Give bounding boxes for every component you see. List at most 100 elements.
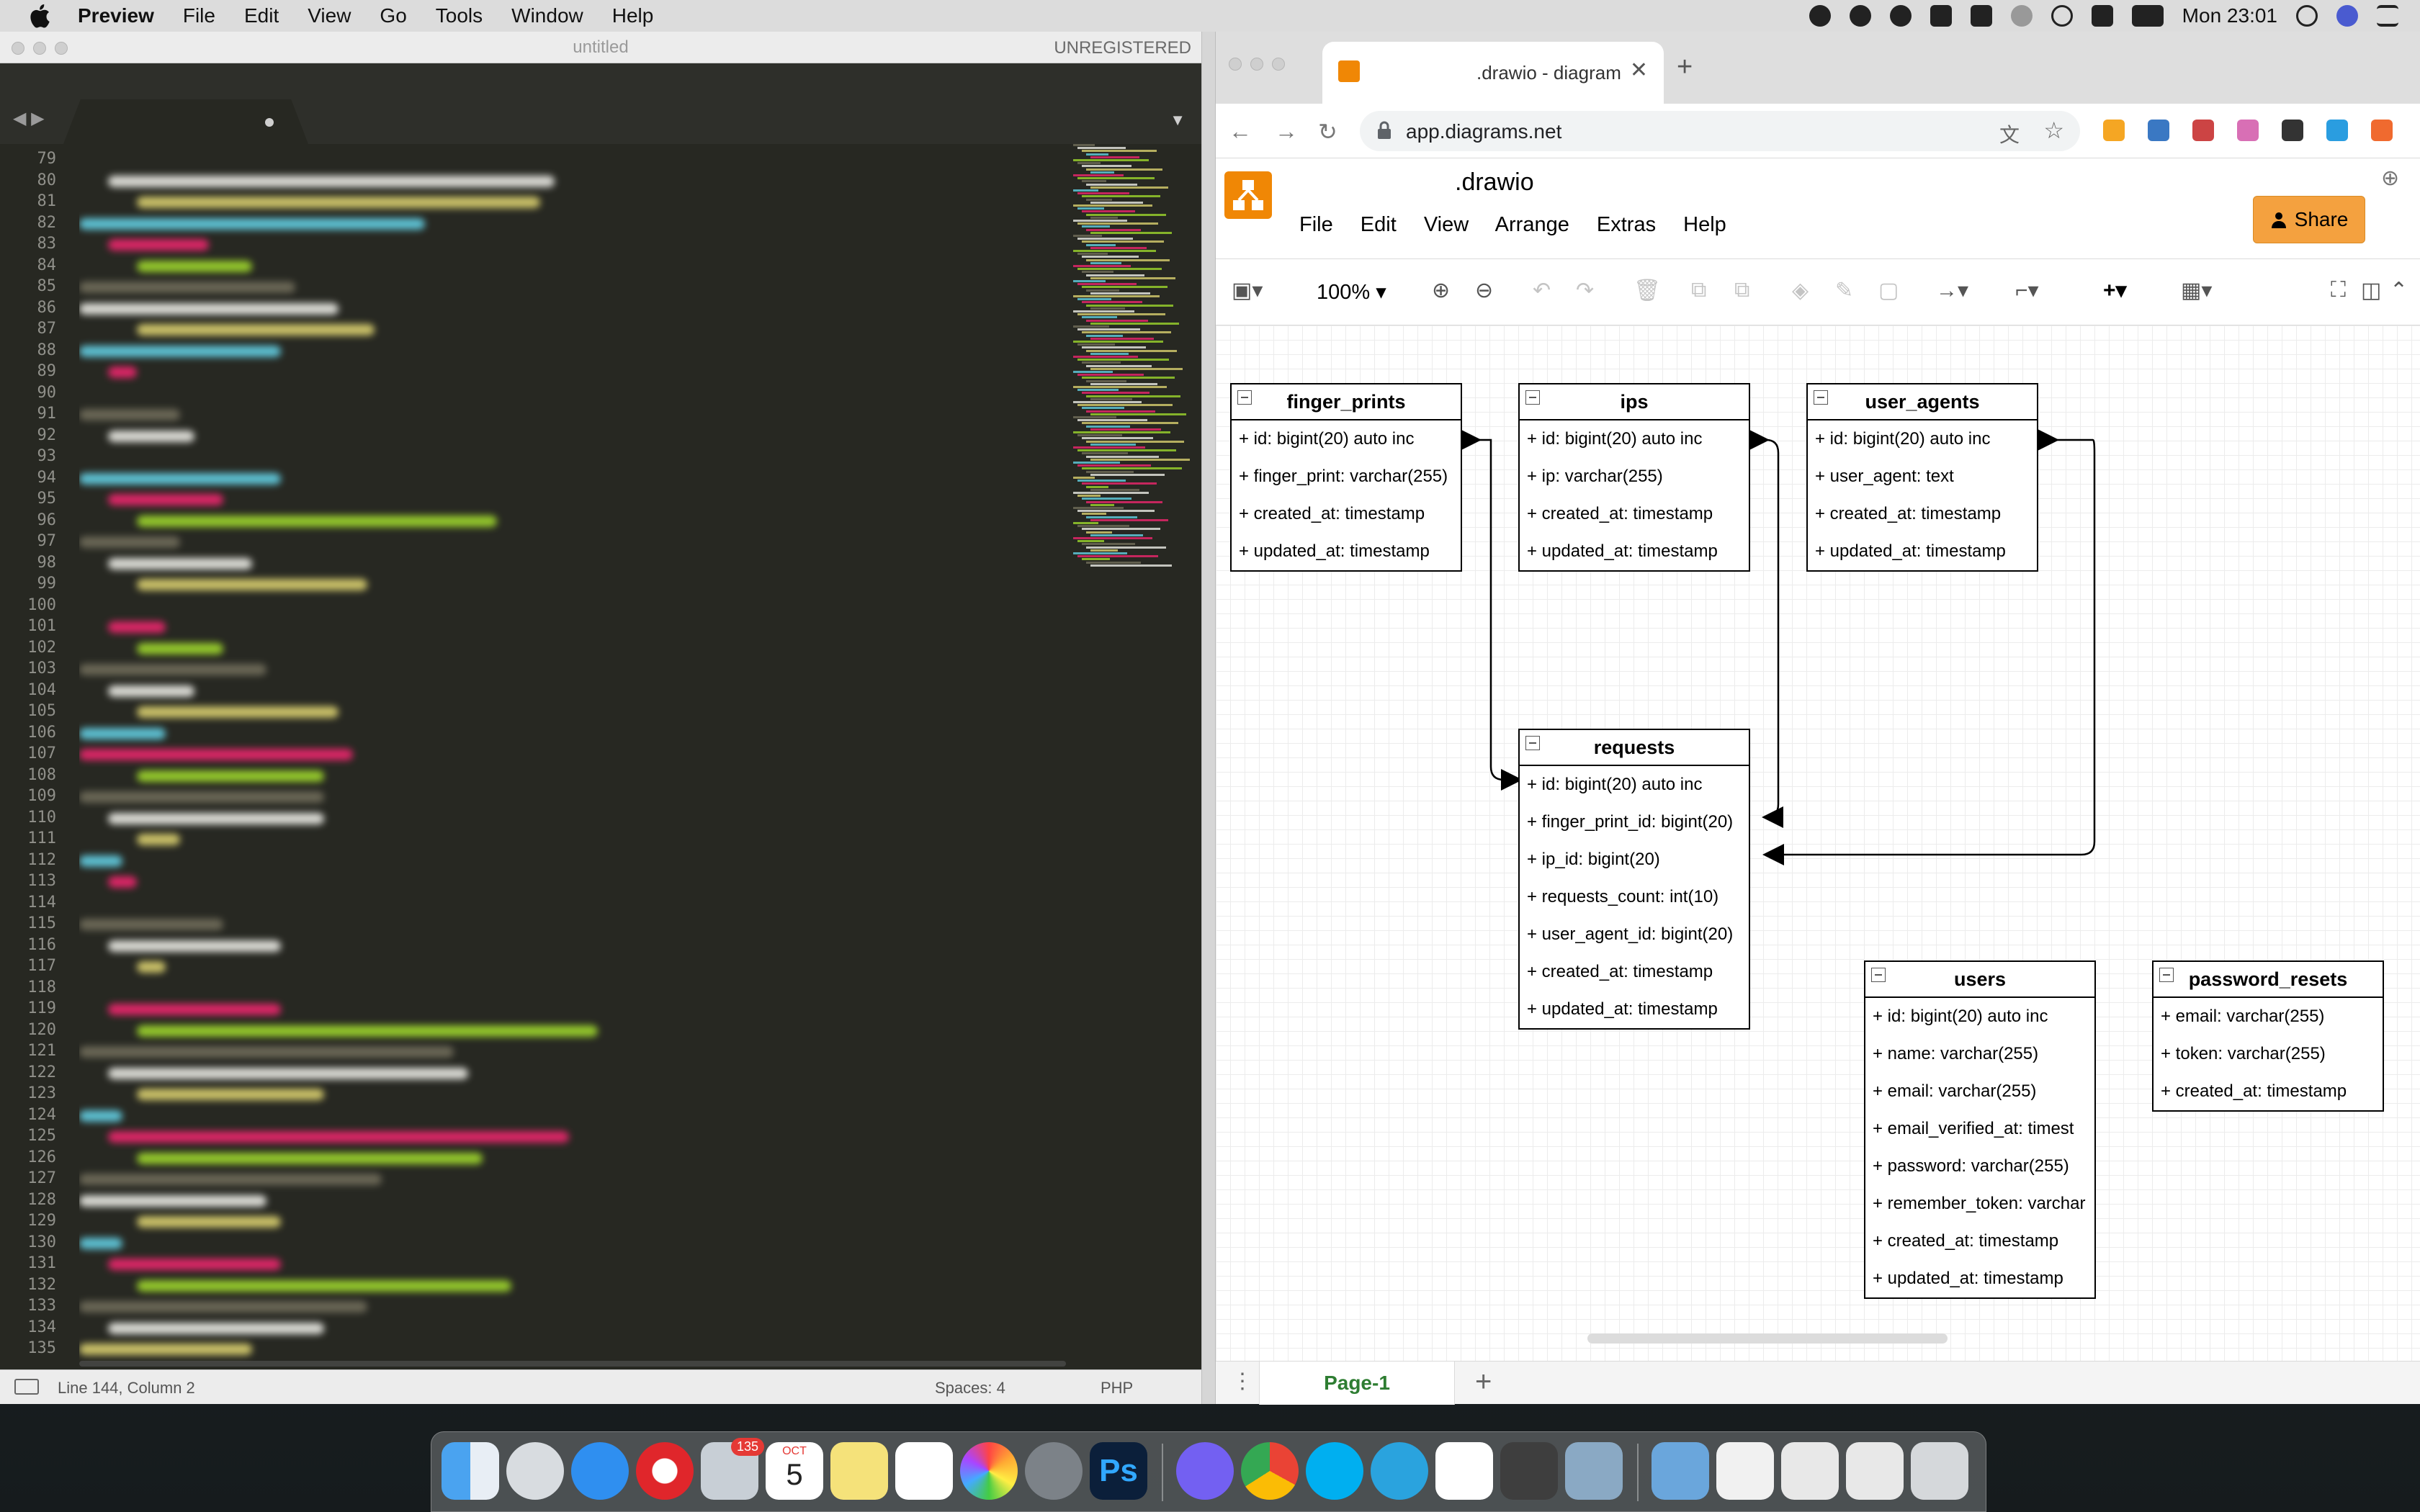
diagram-canvas[interactable]: finger_prints + id: bigint(20) auto inc + …: [1216, 325, 2420, 1361]
entity-header[interactable]: finger_prints: [1232, 384, 1461, 420]
sublime-tab-untitled[interactable]: [63, 99, 308, 144]
notes-icon[interactable]: [830, 1442, 888, 1500]
entity-header[interactable]: user_agents: [1808, 384, 2037, 420]
finder-icon[interactable]: [442, 1442, 499, 1500]
photos-icon[interactable]: [960, 1442, 1018, 1500]
menu-clock[interactable]: Mon 23:01: [2182, 4, 2277, 27]
collapse-toolbar-icon[interactable]: ⌃: [2390, 279, 2408, 302]
entity-finger-prints[interactable]: finger_prints + id: bigint(20) auto inc + …: [1230, 383, 1462, 572]
format-panel-icon[interactable]: ▣▾: [1232, 279, 1263, 302]
entity-field[interactable]: + finger_print: varchar(255): [1239, 467, 1448, 486]
window-splitter[interactable]: [1201, 32, 1216, 1404]
entity-field[interactable]: + updated_at: timestamp: [1815, 541, 2006, 561]
menu-file[interactable]: File: [182, 4, 215, 27]
entity-field[interactable]: + email: varchar(255): [2161, 1007, 2325, 1026]
close-tab-icon[interactable]: ✕: [1629, 58, 1648, 82]
page-tab-page-1[interactable]: Page-1: [1259, 1362, 1455, 1405]
browser-tab-drawio[interactable]: .drawio - diagrams.net ✕: [1322, 42, 1664, 104]
downloads-folder-icon[interactable]: [1652, 1442, 1709, 1500]
entity-header[interactable]: users: [1865, 962, 2094, 998]
entity-requests[interactable]: requests+ id: bigint(20) auto inc+ finge…: [1518, 729, 1750, 1030]
drawio-menu-view[interactable]: View: [1423, 213, 1469, 236]
table-icon[interactable]: ▦▾: [2181, 279, 2213, 302]
entity-field[interactable]: + created_at: timestamp: [1815, 504, 2002, 523]
mail-icon[interactable]: 135: [701, 1438, 764, 1500]
panel-toggle-icon[interactable]: [14, 1379, 39, 1395]
entity-field[interactable]: + id: bigint(20) auto inc: [1873, 1007, 2048, 1026]
siri-icon[interactable]: [2336, 5, 2358, 27]
reminders-icon[interactable]: [895, 1442, 953, 1500]
trash-icon[interactable]: [1911, 1442, 1968, 1500]
delete-icon[interactable]: 🗑: [1634, 279, 1662, 302]
extension-eyedropper-icon[interactable]: [2192, 120, 2214, 141]
photoshop-icon[interactable]: Ps: [1090, 1442, 1147, 1500]
entity-field[interactable]: + id: bigint(20) auto inc: [1239, 429, 1415, 449]
canvas-horizontal-scrollbar[interactable]: [1587, 1333, 1948, 1344]
connection-style-icon[interactable]: →▾: [1936, 279, 1969, 302]
entity-field[interactable]: + name: varchar(255): [1873, 1044, 2039, 1063]
entity-field[interactable]: + remember_token: varchar: [1873, 1194, 2086, 1213]
menu-app-preview[interactable]: Preview: [78, 4, 154, 27]
zoom-out-icon[interactable]: ⊖: [1475, 279, 1494, 302]
entity-field[interactable]: + user_agent_id: bigint(20): [1527, 924, 1734, 944]
menu-tools[interactable]: Tools: [435, 4, 483, 27]
bluetooth-icon[interactable]: [2010, 5, 2033, 27]
entity-field[interactable]: + updated_at: timestamp: [1527, 541, 1718, 561]
to-back-icon[interactable]: ⧉: [1734, 278, 1750, 302]
entity-header[interactable]: password_resets: [2154, 962, 2383, 998]
input-source-icon[interactable]: [1970, 5, 1992, 27]
entity-ips[interactable]: ips+ id: bigint(20) auto inc+ ip: varcha…: [1518, 383, 1750, 572]
chrome-icon[interactable]: [1241, 1442, 1299, 1500]
battery-icon[interactable]: [2131, 5, 2164, 27]
chrome-zoom-button[interactable]: [1272, 58, 1285, 71]
sublime-text-icon[interactable]: [1500, 1442, 1558, 1500]
skype-icon[interactable]: [1306, 1442, 1363, 1500]
drawio-menu-help[interactable]: Help: [1683, 213, 1726, 236]
extension-gradient-icon[interactable]: [2237, 120, 2259, 141]
menu-window[interactable]: Window: [511, 4, 583, 27]
extension-mask-icon[interactable]: [2282, 120, 2303, 141]
checkmark-tray-icon[interactable]: [1930, 5, 1952, 27]
syntax-setting[interactable]: PHP: [1101, 1379, 1134, 1397]
extension-cloud-icon[interactable]: [2326, 120, 2348, 141]
forward-icon[interactable]: →: [1275, 118, 1298, 144]
chrome-minimize-button[interactable]: [1250, 58, 1263, 71]
pages-menu-icon[interactable]: ⋮: [1232, 1369, 1253, 1393]
entity-field[interactable]: + requests_count: int(10): [1527, 887, 1719, 906]
wifi-icon[interactable]: [2051, 5, 2073, 27]
entity-field[interactable]: + user_agent: text: [1815, 467, 1954, 486]
viber-icon[interactable]: [1176, 1442, 1234, 1500]
tab-list-dropdown-icon[interactable]: ▼: [1170, 111, 1186, 129]
launchpad-icon[interactable]: [506, 1442, 564, 1500]
entity-field[interactable]: + created_at: timestamp: [1527, 504, 1713, 523]
zoom-window-button[interactable]: [55, 42, 68, 55]
viber-tray-icon[interactable]: [1889, 5, 1912, 27]
extension-video-icon[interactable]: [2371, 120, 2393, 141]
entity-field[interactable]: + created_at: timestamp: [1527, 962, 1713, 981]
entity-field[interactable]: + id: bigint(20) auto inc: [1527, 775, 1703, 794]
shadow-icon[interactable]: ▢: [1878, 279, 1899, 302]
control-center-icon[interactable]: [2377, 5, 2398, 27]
calendar-icon[interactable]: OCT 5: [766, 1442, 823, 1500]
collapse-icon[interactable]: [1871, 968, 1886, 982]
entity-field[interactable]: + updated_at: timestamp: [1239, 541, 1430, 561]
bookmark-star-icon[interactable]: ☆: [2043, 117, 2064, 143]
entity-field[interactable]: + ip_id: bigint(20): [1527, 850, 1660, 869]
entity-field[interactable]: + email_verified_at: timest: [1873, 1119, 2074, 1138]
menu-view[interactable]: View: [308, 4, 351, 27]
to-front-icon[interactable]: ⧉: [1691, 278, 1707, 302]
diagram-filename[interactable]: .drawio: [1455, 168, 1534, 196]
language-globe-icon[interactable]: ⊕: [2381, 166, 2400, 190]
screenshot-thumbnail-icon[interactable]: [1781, 1442, 1839, 1500]
collapse-icon[interactable]: [2159, 968, 2174, 982]
redo-icon[interactable]: ↷: [1576, 279, 1595, 302]
reload-icon[interactable]: ↻: [1318, 119, 1337, 145]
entity-password-resets[interactable]: password_resets+ email: varchar(255)+ to…: [2152, 960, 2384, 1112]
share-button[interactable]: Share: [2253, 196, 2365, 243]
entity-field[interactable]: + finger_print_id: bigint(20): [1527, 812, 1734, 832]
entity-field[interactable]: + updated_at: timestamp: [1527, 999, 1718, 1019]
fill-color-icon[interactable]: ◈: [1792, 279, 1809, 302]
code-minimap[interactable]: [1073, 144, 1200, 576]
entity-field[interactable]: + created_at: timestamp: [1873, 1231, 2059, 1251]
telegram-tray-icon[interactable]: [1809, 5, 1831, 27]
